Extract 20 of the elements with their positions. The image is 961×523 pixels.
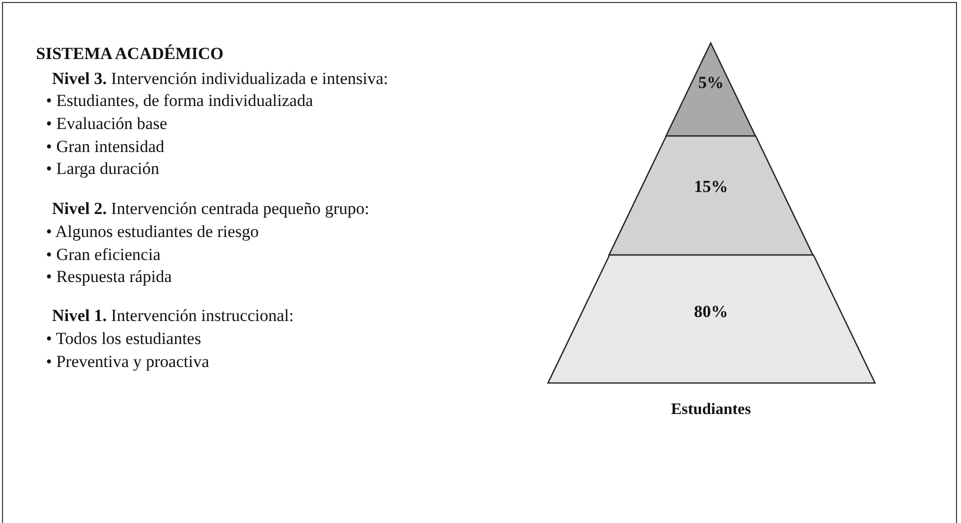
bullet-item: • Gran eficiencia <box>46 245 160 265</box>
bullet-item: • Todos los estudiantes <box>46 329 202 349</box>
percentage-label: 5% <box>697 73 725 93</box>
bullet-item: • Respuesta rápida <box>46 267 172 287</box>
bullet-item: • Estudiantes, de forma individualizada <box>46 91 314 111</box>
pyramid-base-segment <box>548 255 874 383</box>
pyramid-top-segment <box>666 43 756 136</box>
bullet-item: • Evaluación base <box>46 114 168 134</box>
percentage-label: 80% <box>693 302 729 322</box>
axis-label: Estudiantes <box>670 400 752 420</box>
level-heading: Nivel 3. Intervención individualizada e intensiva: <box>52 69 388 89</box>
pyramid-middle-segment <box>609 136 813 255</box>
bullet-item: • Larga duración <box>46 159 160 179</box>
bullet-item: • Preventiva y proactiva <box>46 352 210 372</box>
bullet-item: • Algunos estudiantes de riesgo <box>46 222 259 242</box>
level-heading: Nivel 1. Intervención instruccional: <box>52 306 294 326</box>
bullet-item: • Gran intensidad <box>46 137 164 157</box>
percentage-label: 15% <box>692 177 729 197</box>
title: SISTEMA ACADÉMICO <box>36 44 224 64</box>
level-heading: Nivel 2. Intervención centrada pequeño grupo: <box>52 199 370 219</box>
